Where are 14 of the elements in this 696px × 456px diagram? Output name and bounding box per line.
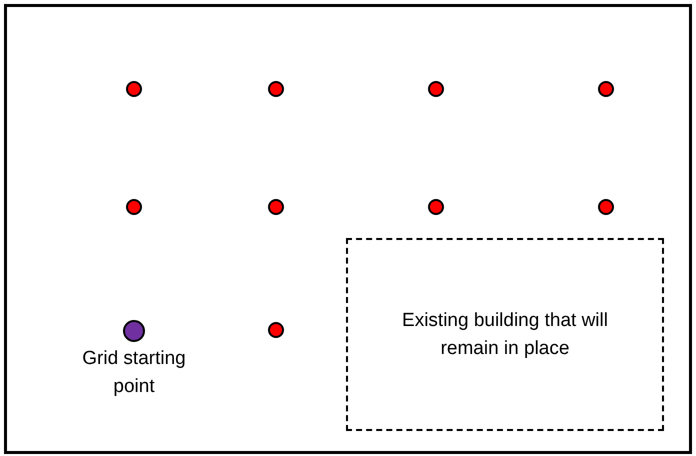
grid-point-marker <box>428 199 444 215</box>
point-caption: Grid starting point <box>81 347 187 399</box>
grid-point-marker <box>268 199 284 215</box>
grid-point-marker <box>123 320 145 342</box>
grid-point-marker <box>598 199 614 215</box>
grid-point-marker <box>268 322 284 338</box>
grid-point-marker <box>268 81 284 97</box>
site-boundary <box>4 4 692 454</box>
grid-point-marker <box>126 199 142 215</box>
grid-point-marker <box>428 81 444 97</box>
building-label: Existing building that will remain in place <box>401 308 609 360</box>
grid-point-marker <box>598 81 614 97</box>
grid-point-marker <box>126 81 142 97</box>
building-outline <box>346 238 664 431</box>
